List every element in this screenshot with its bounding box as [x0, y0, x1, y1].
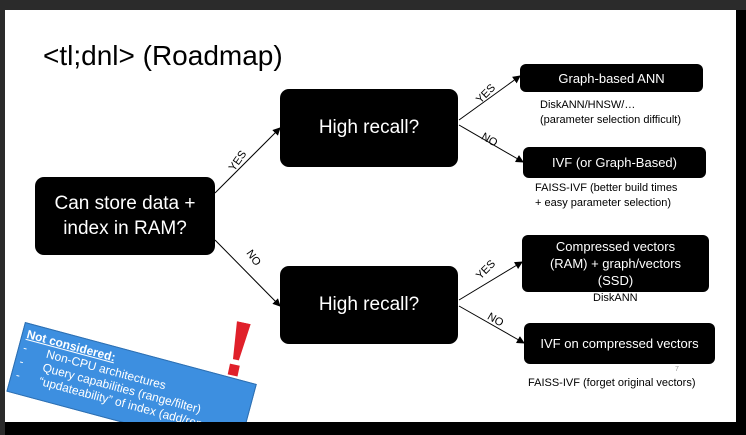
- exclamation-mark-icon: [227, 321, 251, 377]
- slide: <tl;dnl> (Roadmap) YES NO YES NO YES NO …: [5, 10, 736, 422]
- note-ivf-graph: FAISS-IVF (better build times + easy par…: [535, 182, 678, 209]
- leaf-compressed-line3: (SSD): [597, 273, 634, 288]
- leaf-compressed-line1: Compressed vectors: [555, 239, 676, 254]
- connector-arrows: [214, 75, 525, 344]
- arrow-root-to-top: [214, 127, 281, 194]
- slide-title: <tl;dnl> (Roadmap): [43, 40, 283, 71]
- decision-box-recall-bottom: High recall?: [280, 266, 458, 344]
- arrow-bottom-to-compressed: [458, 261, 523, 301]
- note-ivf-compressed: FAISS-IVF (forget original vectors): [528, 377, 696, 389]
- note-graph-ann: DiskANN/HNSW/… (parameter selection diff…: [540, 99, 682, 126]
- window-frame-top: [0, 0, 746, 10]
- leaf-compressed-line2: (RAM) + graph/vectors: [549, 256, 682, 271]
- window-frame-left: [0, 0, 5, 435]
- decision-box-recall-top: High recall?: [280, 89, 458, 167]
- leaf-graph-ann: Graph-based ANN: [520, 64, 703, 92]
- leaf-ivf-graph: IVF (or Graph-Based): [523, 147, 706, 178]
- decision-box-ram: Can store data + index in RAM?: [35, 177, 215, 255]
- note-compressed: DiskANN: [593, 292, 638, 304]
- decision-ram-line2: index in RAM?: [63, 218, 187, 239]
- arrow-bottom-to-ivf-compressed: [458, 305, 525, 344]
- arrow-top-to-ivf: [458, 124, 524, 163]
- leaf-ivf-compressed: IVF on compressed vectors: [524, 323, 715, 364]
- arrow-top-to-graph: [458, 75, 521, 121]
- page-number: 7: [675, 366, 679, 373]
- decision-ram-line1: Can store data +: [54, 193, 196, 214]
- leaf-compressed-vectors: Compressed vectors (RAM) + graph/vectors…: [522, 235, 709, 292]
- arrow-root-to-bottom: [214, 239, 281, 307]
